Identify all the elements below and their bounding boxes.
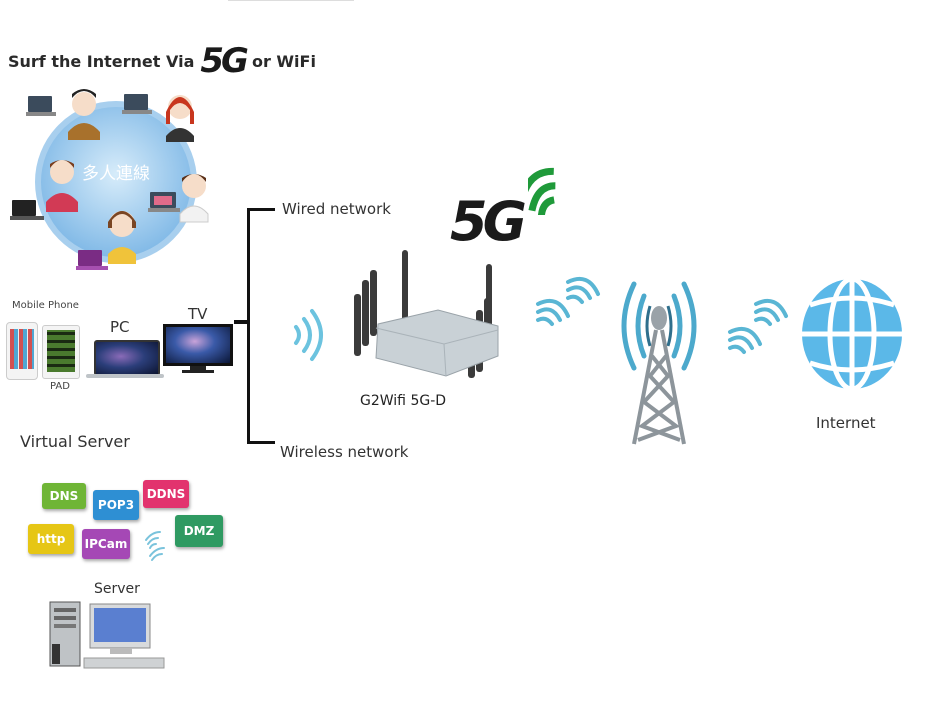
ddns-tag: DDNS xyxy=(143,480,189,508)
dns-tag: DNS xyxy=(42,483,86,509)
5g-badge: 5G xyxy=(200,41,249,81)
user-icon xyxy=(68,89,100,140)
virtual-server-title: Virtual Server xyxy=(20,432,130,451)
user-icon xyxy=(179,174,209,223)
pc-icon xyxy=(94,340,160,376)
wireless-network-label: Wireless network xyxy=(280,443,409,461)
wifi-waves-icon xyxy=(534,270,614,344)
wired-network-label: Wired network xyxy=(282,200,391,218)
server-computer-icon xyxy=(48,600,166,672)
wireless-branch xyxy=(247,441,275,444)
user-icon xyxy=(166,95,194,142)
mobile-phone-icon xyxy=(6,322,38,380)
user-icon xyxy=(108,211,136,264)
user-icon xyxy=(46,160,78,212)
mobile-phone-label: Mobile Phone xyxy=(12,300,79,311)
server-label: Server xyxy=(94,581,140,597)
wired-branch xyxy=(247,208,275,211)
connector-stub xyxy=(234,320,248,324)
wifi-waves-icon xyxy=(144,530,168,570)
globe-icon xyxy=(800,276,904,395)
headline: Surf the Internet Via 5G or WiFi xyxy=(8,44,316,78)
router-name: G2Wifi 5G-D xyxy=(360,393,447,409)
cell-tower-icon xyxy=(620,276,698,452)
pop3-tag: POP3 xyxy=(93,490,139,520)
network-bracket xyxy=(247,208,250,444)
http-tag: http xyxy=(28,524,74,554)
wifi-waves-icon xyxy=(726,290,806,364)
tv-label: TV xyxy=(188,305,208,323)
wifi-waves-icon xyxy=(290,305,330,369)
headline-prefix: Surf the Internet Via xyxy=(8,51,195,71)
multi-user-label: 多人連線 xyxy=(82,164,150,184)
pad-label: PAD xyxy=(50,381,70,392)
top-divider xyxy=(228,0,354,1)
pad-icon xyxy=(42,325,80,379)
internet-label: Internet xyxy=(816,414,876,432)
ipcam-tag: IPCam xyxy=(82,529,130,559)
multi-user-illustration: 多人連線 xyxy=(4,82,230,278)
dmz-tag: DMZ xyxy=(175,515,223,547)
router-device xyxy=(348,246,510,386)
headline-suffix: or WiFi xyxy=(251,51,316,71)
tv-icon xyxy=(163,324,233,366)
pc-label: PC xyxy=(110,318,130,336)
